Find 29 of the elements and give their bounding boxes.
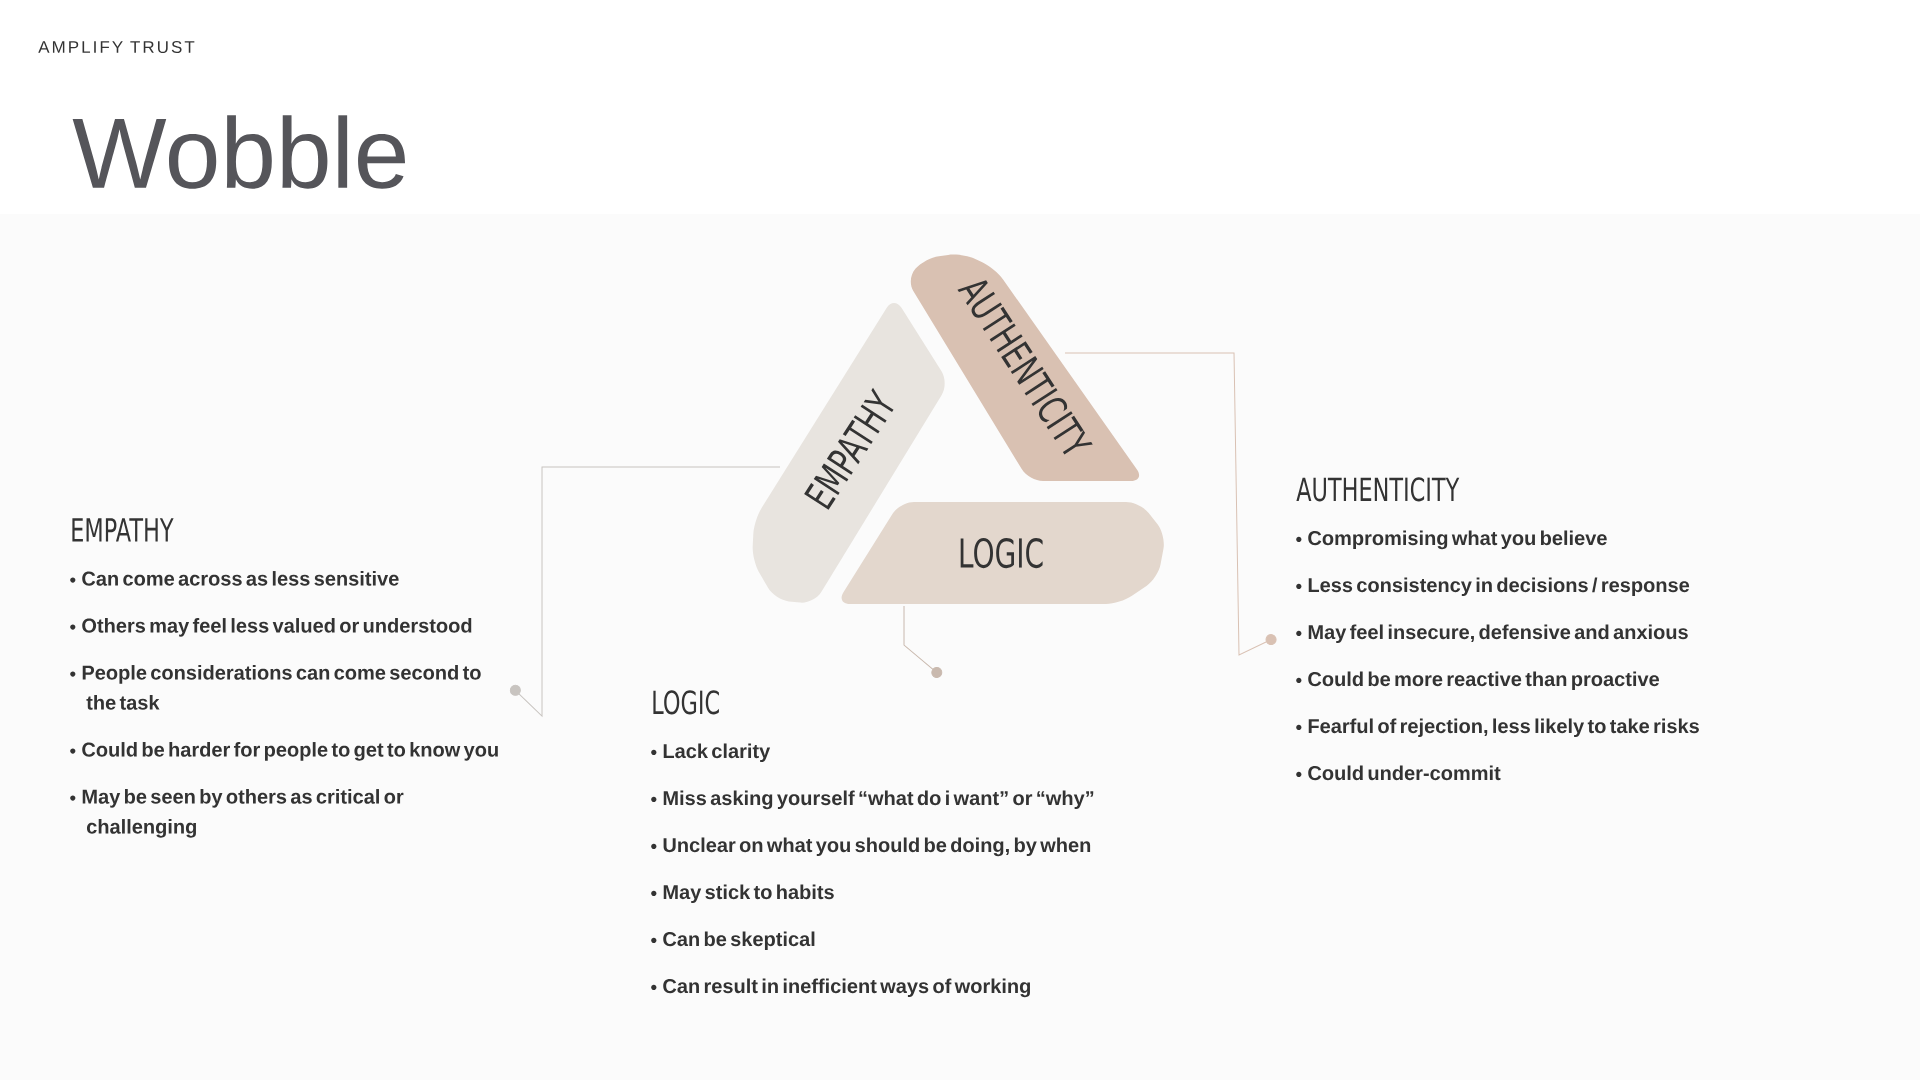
leader-line xyxy=(903,605,943,678)
bullet-item: May be seen by others as critical or challenging xyxy=(70,789,404,838)
bullet-item: Could be harder for people to get to know you xyxy=(70,742,498,761)
bullet-item: Less consistency in decisions / response xyxy=(1296,577,1690,597)
block-heading: EMPATHY xyxy=(72,518,174,542)
bullet-item: Miss asking yourself “what do i want” or “why” xyxy=(651,790,1094,810)
bullet-item: Could be more reactive than proactive xyxy=(1296,671,1660,691)
text-block xyxy=(651,690,1094,998)
text-block xyxy=(1296,477,1699,781)
bullet-item: People considerations can come second to the task xyxy=(70,665,481,710)
leader-line xyxy=(509,684,521,696)
bullet-item: Lack clarity xyxy=(651,743,771,763)
block-heading: LOGIC xyxy=(653,690,719,715)
title: Wobble xyxy=(72,115,405,189)
header-text: AMPLIFY TRUST xyxy=(38,41,195,54)
bullet-item: Unclear on what you should be doing, by when xyxy=(651,837,1091,857)
bullet-item: Can come across as less sensitive xyxy=(70,571,399,586)
bullet-item: Fearful of rejection, less likely to take risks xyxy=(1296,718,1699,738)
bullet-item: May stick to habits xyxy=(651,884,834,904)
bullet-item: Can be skeptical xyxy=(651,931,815,951)
bullet-item: May feel insecure, defensive and anxious xyxy=(1296,624,1688,644)
bullet-item: Could under-commit xyxy=(1296,765,1501,781)
triangle-segment: LOGIC xyxy=(841,502,1164,604)
bullet-item: Compromising what you believe xyxy=(1296,530,1607,550)
leader-line xyxy=(1064,352,1277,656)
bullet-item: Others may feel less valued or understood xyxy=(70,618,472,637)
text-block xyxy=(70,518,498,838)
block-heading: AUTHENTICITY xyxy=(1296,477,1460,502)
bullet-item: Can result in inefficient ways of working xyxy=(651,978,1030,998)
